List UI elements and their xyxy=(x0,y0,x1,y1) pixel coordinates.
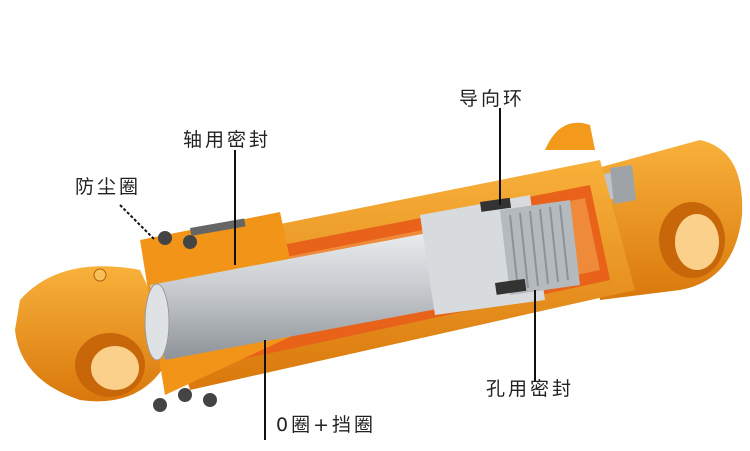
leader-lines xyxy=(119,108,536,440)
piston-rod xyxy=(144,225,485,361)
label-piston-seal: 孔用密封 xyxy=(486,378,575,400)
piston xyxy=(420,195,580,315)
label-rod-seal: 轴用密封 xyxy=(183,129,272,151)
leader-dust-seal xyxy=(119,204,156,241)
label-dust-seal: 防尘圈 xyxy=(75,176,142,198)
left-clevis xyxy=(15,266,175,402)
label-o-ring-backup: 0圈+挡圈 xyxy=(276,414,377,436)
label-guide-ring: 导向环 xyxy=(459,88,526,110)
